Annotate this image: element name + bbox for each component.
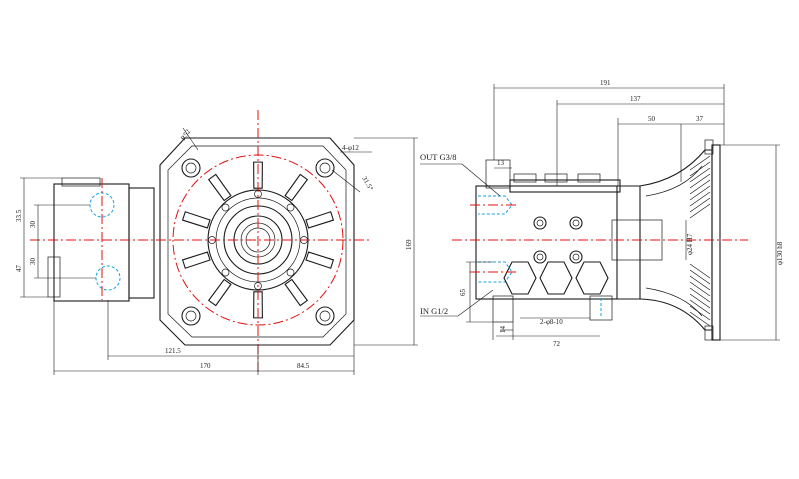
side-inlet-stub	[492, 295, 514, 323]
front-dimensions	[20, 127, 418, 375]
side-hatch-line	[689, 311, 711, 327]
side-bore	[611, 219, 663, 261]
side-hatch-line	[689, 191, 711, 207]
dim-65: 65	[459, 289, 467, 297]
front-rib	[181, 211, 211, 229]
side-hatch-line	[689, 263, 711, 279]
side-hatch-line	[689, 179, 711, 195]
side-flange-top-lug	[704, 139, 714, 155]
front-rib	[284, 173, 309, 202]
front-rib	[305, 211, 335, 229]
front-hub-bolt	[221, 203, 230, 212]
side-hatch-line	[689, 281, 711, 297]
dim-137: 137	[630, 95, 641, 103]
side-hatch-line	[689, 269, 711, 285]
front-lower-port	[95, 265, 121, 291]
dim-r52: R52	[179, 128, 193, 143]
front-hub-bolt	[286, 268, 295, 277]
side-dimensions	[420, 84, 780, 341]
front-rib	[207, 173, 232, 202]
side-hatch-line	[689, 293, 711, 309]
side-face-holes	[533, 216, 583, 264]
front-hub-bolt	[221, 268, 230, 277]
side-top-nuts	[513, 173, 601, 183]
side-manifold-block	[475, 185, 618, 300]
dim-121-5: 121.5	[165, 347, 181, 355]
dim-170: 170	[200, 362, 211, 370]
front-rib	[207, 278, 232, 307]
front-head-left-plug	[47, 256, 61, 298]
side-outlet-stub	[485, 159, 511, 189]
front-housing-outline	[159, 137, 355, 346]
dim-chamfer: 4-φ12	[342, 144, 359, 152]
dim-47: 47	[15, 265, 23, 273]
dim-84-5: 84.5	[297, 362, 310, 370]
dim-191: 191	[600, 79, 611, 87]
dim-14: 14	[499, 326, 507, 334]
dim-bore-dia: φ24 H7	[686, 233, 694, 255]
front-rib	[284, 278, 309, 307]
side-bell-hatch	[689, 155, 711, 327]
label-outlet: OUT G3/8	[420, 152, 456, 162]
side-hatch-line	[689, 203, 711, 219]
front-rib	[181, 251, 211, 269]
side-hatch-line	[689, 287, 711, 303]
front-housing-inner	[167, 145, 347, 338]
dim-13: 13	[497, 159, 505, 167]
side-view: 191 137 50 37 13 65 72 14 2-φ8-10 φ130 h…	[420, 79, 784, 348]
dim-angle: 31.5°	[360, 175, 375, 192]
front-rib	[305, 251, 335, 269]
dim-flange-dia: φ130 h8	[776, 241, 784, 265]
side-neck	[617, 185, 641, 300]
front-rib	[253, 161, 263, 189]
front-head-neck	[128, 187, 155, 299]
label-inlet: IN G1/2	[420, 306, 448, 316]
side-shaft-stub	[589, 295, 613, 321]
side-hatch-line	[689, 299, 711, 315]
side-hatch-line	[689, 167, 711, 183]
front-rib	[253, 291, 263, 319]
side-bell-rib-bottom	[645, 287, 703, 317]
side-hatch-line	[689, 161, 711, 177]
front-hub-bolt	[286, 203, 295, 212]
side-hex-plugs	[503, 261, 609, 295]
side-hatch-line	[689, 185, 711, 201]
dim-72: 72	[553, 340, 561, 348]
side-outlet-port	[478, 195, 513, 215]
dim-37: 37	[696, 115, 704, 123]
side-hatch-line	[689, 173, 711, 189]
side-hatch-line	[689, 275, 711, 291]
dim-shaft: 2-φ8-10	[540, 318, 563, 326]
front-view: 170 84.5 121.5 169 33.5 30 30 47 R52 4-φ…	[15, 110, 418, 375]
side-hatch-line	[689, 155, 711, 171]
dim-169: 169	[405, 239, 413, 250]
dim-50: 50	[648, 115, 656, 123]
side-inlet-port	[478, 261, 513, 283]
side-flange	[711, 144, 721, 341]
front-corner-holes	[181, 158, 335, 326]
front-radial-ribs	[181, 161, 335, 319]
dim-30-upper: 30	[29, 221, 37, 229]
side-flange-bottom-lug	[704, 325, 714, 341]
dim-33-5: 33.5	[15, 209, 23, 222]
front-head-block	[53, 183, 130, 302]
side-hatch-line	[689, 197, 711, 213]
side-hatch-line	[689, 305, 711, 321]
front-hub-bolt	[254, 282, 262, 290]
front-head-top-plug	[61, 177, 101, 187]
dim-30-lower: 30	[29, 258, 37, 266]
